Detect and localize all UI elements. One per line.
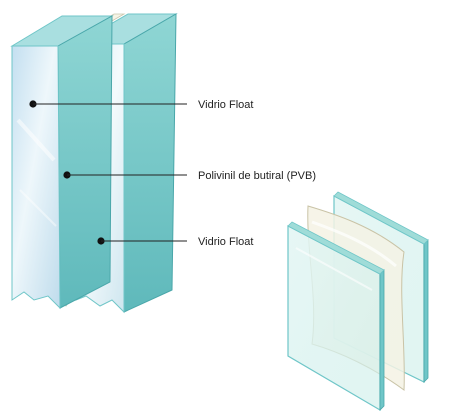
exploded-pane-front [287,221,385,412]
callout-middle: Polivinil de butiral (PVB) [63,170,316,182]
callout-bottom: Vidrio Float [97,236,253,248]
label-vidrio-float-bottom: Vidrio Float [198,236,253,248]
label-pvb: Polivinil de butiral (PVB) [198,170,316,182]
callout-top: Vidrio Float [29,99,253,111]
cross-section [10,13,178,314]
glass-layer-front [10,15,114,310]
exploded-view [287,191,429,412]
callouts: Vidrio Float Polivinil de butiral (PVB) … [29,99,316,248]
label-vidrio-float-top: Vidrio Float [198,99,253,111]
